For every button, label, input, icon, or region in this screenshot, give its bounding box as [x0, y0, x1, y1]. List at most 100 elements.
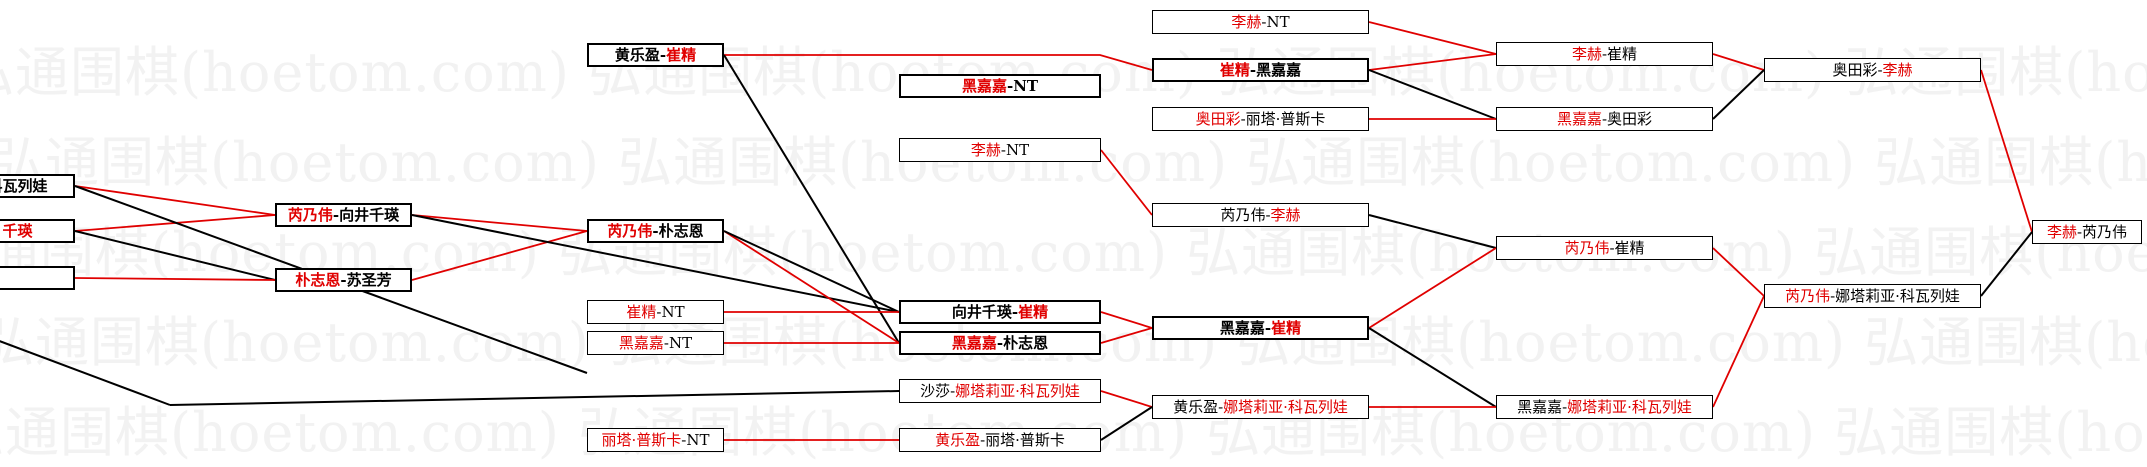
separator: - — [1601, 110, 1608, 128]
match-box: 李赫-NT — [1152, 10, 1369, 34]
match-box — [0, 266, 75, 290]
loser-name: NT — [661, 303, 685, 321]
loser-name: 黑嘉嘉 — [1219, 319, 1265, 337]
winner-line — [1100, 390, 1153, 408]
winner-name: 黑嘉嘉 — [951, 334, 997, 352]
loser-name: NT — [668, 334, 693, 352]
winner-name: 李赫 — [970, 141, 1001, 159]
match-box: 芮乃伟-朴志恩 — [587, 219, 724, 243]
winner-name: 李赫 — [1231, 13, 1262, 31]
loser-name: 崔精 — [1607, 45, 1638, 63]
winner-line — [1368, 53, 1497, 71]
winner-line — [1368, 247, 1497, 329]
loser-name: 沙莎 — [920, 382, 951, 400]
separator: - — [1000, 141, 1006, 159]
separator: - — [1006, 77, 1014, 95]
match-box: 科瓦列娃 — [0, 174, 75, 198]
separator: - — [1609, 239, 1615, 257]
match-box: 朴志恩-苏圣芳 — [275, 268, 412, 292]
loser-line — [723, 54, 900, 344]
match-box: 黄乐盈-丽塔·普斯卡 — [899, 428, 1101, 452]
match-box: 奥田彩-丽塔·普斯卡 — [1152, 107, 1369, 131]
winner-name: 朴志恩 — [295, 271, 341, 289]
loser-name: NT — [1005, 141, 1030, 159]
separator: - — [980, 431, 986, 449]
loser-name: 黑嘉嘉 — [1256, 61, 1302, 79]
loser-name: 崔精 — [1614, 239, 1645, 257]
separator: - — [340, 271, 347, 289]
loser-name: 奥田彩 — [1607, 110, 1653, 128]
match-box: 黑嘉嘉-朴志恩 — [899, 331, 1101, 355]
loser-name: 黑嘉嘉 — [1517, 398, 1563, 416]
winner-name: 黄乐盈 — [935, 431, 981, 449]
loser-name: 芮乃伟 — [1220, 206, 1266, 224]
winner-line — [74, 277, 276, 281]
winner-name: 黑嘉嘉 — [1556, 110, 1602, 128]
match-box: 芮乃伟-崔精 — [1496, 236, 1713, 260]
separator: - — [659, 46, 667, 64]
match-box: 向井千瑛-崔精 — [899, 300, 1101, 324]
separator: - — [1877, 61, 1883, 79]
match-box: 李赫-NT — [899, 138, 1101, 162]
loser-line — [169, 390, 900, 406]
separator: - — [950, 382, 956, 400]
loser-name: NT — [1266, 13, 1290, 31]
loser-name: 丽塔·普斯卡 — [985, 431, 1065, 449]
winner-name: 黑嘉嘉 — [618, 334, 664, 352]
loser-name: NT — [1013, 77, 1039, 95]
match-box: 芮乃伟-娜塔莉亚·科瓦列娃 — [1764, 284, 1981, 308]
match-box: 黑嘉嘉-NT — [899, 74, 1101, 98]
match-box: 李赫-芮乃伟 — [2032, 220, 2142, 244]
loser-name: 向井千瑛 — [339, 206, 400, 224]
winner-name: 李赫 — [2046, 223, 2077, 241]
separator: - — [332, 206, 340, 224]
match-box: 黄乐盈-娜塔莉亚·科瓦列娃 — [1152, 395, 1369, 419]
winner-name: 李赫 — [1571, 45, 1602, 63]
match-box: 芮乃伟-向井千瑛 — [275, 203, 412, 227]
winner-line — [1368, 21, 1497, 55]
match-box: 千瑛 — [0, 219, 75, 243]
match-box: 黑嘉嘉-崔精 — [1152, 316, 1369, 340]
separator: - — [1249, 61, 1257, 79]
winner-name: 崔精 — [1018, 303, 1049, 321]
separator: - — [656, 303, 662, 321]
winner-line — [74, 185, 276, 216]
match-box: 奥田彩-李赫 — [1764, 58, 1981, 82]
match-box: 沙莎-娜塔莉亚·科瓦列娃 — [899, 379, 1101, 403]
winner-line — [1100, 311, 1153, 329]
winner-line — [1100, 149, 1153, 216]
winner-name: 娜塔莉亚·科瓦列娃 — [955, 382, 1080, 400]
separator: - — [1265, 206, 1271, 224]
winner-name: 李赫 — [1882, 61, 1913, 79]
winner-name: 芮乃伟 — [1564, 239, 1610, 257]
loser-name: 奥田彩 — [1832, 61, 1878, 79]
loser-line — [1368, 69, 1497, 120]
winner-name: 芮乃伟 — [607, 222, 653, 240]
loser-name: 娜塔莉亚·科瓦列娃 — [1835, 287, 1960, 305]
match-box: 芮乃伟-李赫 — [1152, 203, 1369, 227]
separator: - — [1261, 13, 1267, 31]
match-box: 崔精-NT — [587, 300, 724, 324]
loser-line — [0, 340, 171, 406]
winner-name: 黑嘉嘉 — [961, 77, 1007, 95]
loser-line — [411, 214, 900, 313]
winner-line — [411, 214, 588, 232]
winner-name: 千瑛 — [2, 222, 33, 240]
separator: - — [1240, 110, 1246, 128]
separator: - — [652, 222, 659, 240]
winner-line — [723, 230, 900, 344]
winner-name: 崔精 — [1219, 61, 1250, 79]
loser-line — [1100, 406, 1153, 441]
match-box: 崔精-黑嘉嘉 — [1152, 58, 1369, 82]
separator: - — [1830, 287, 1836, 305]
match-box: 丽塔·普斯卡-NT — [587, 428, 724, 452]
winner-name: 奥田彩 — [1195, 110, 1241, 128]
loser-name: 朴志恩 — [658, 222, 704, 240]
match-box: 黑嘉嘉-NT — [587, 331, 724, 355]
loser-line — [723, 230, 900, 313]
separator: - — [2076, 223, 2083, 241]
winner-name: 娜塔莉亚·科瓦列娃 — [1223, 398, 1348, 416]
winner-line — [1712, 295, 1765, 408]
winner-line — [411, 230, 588, 281]
